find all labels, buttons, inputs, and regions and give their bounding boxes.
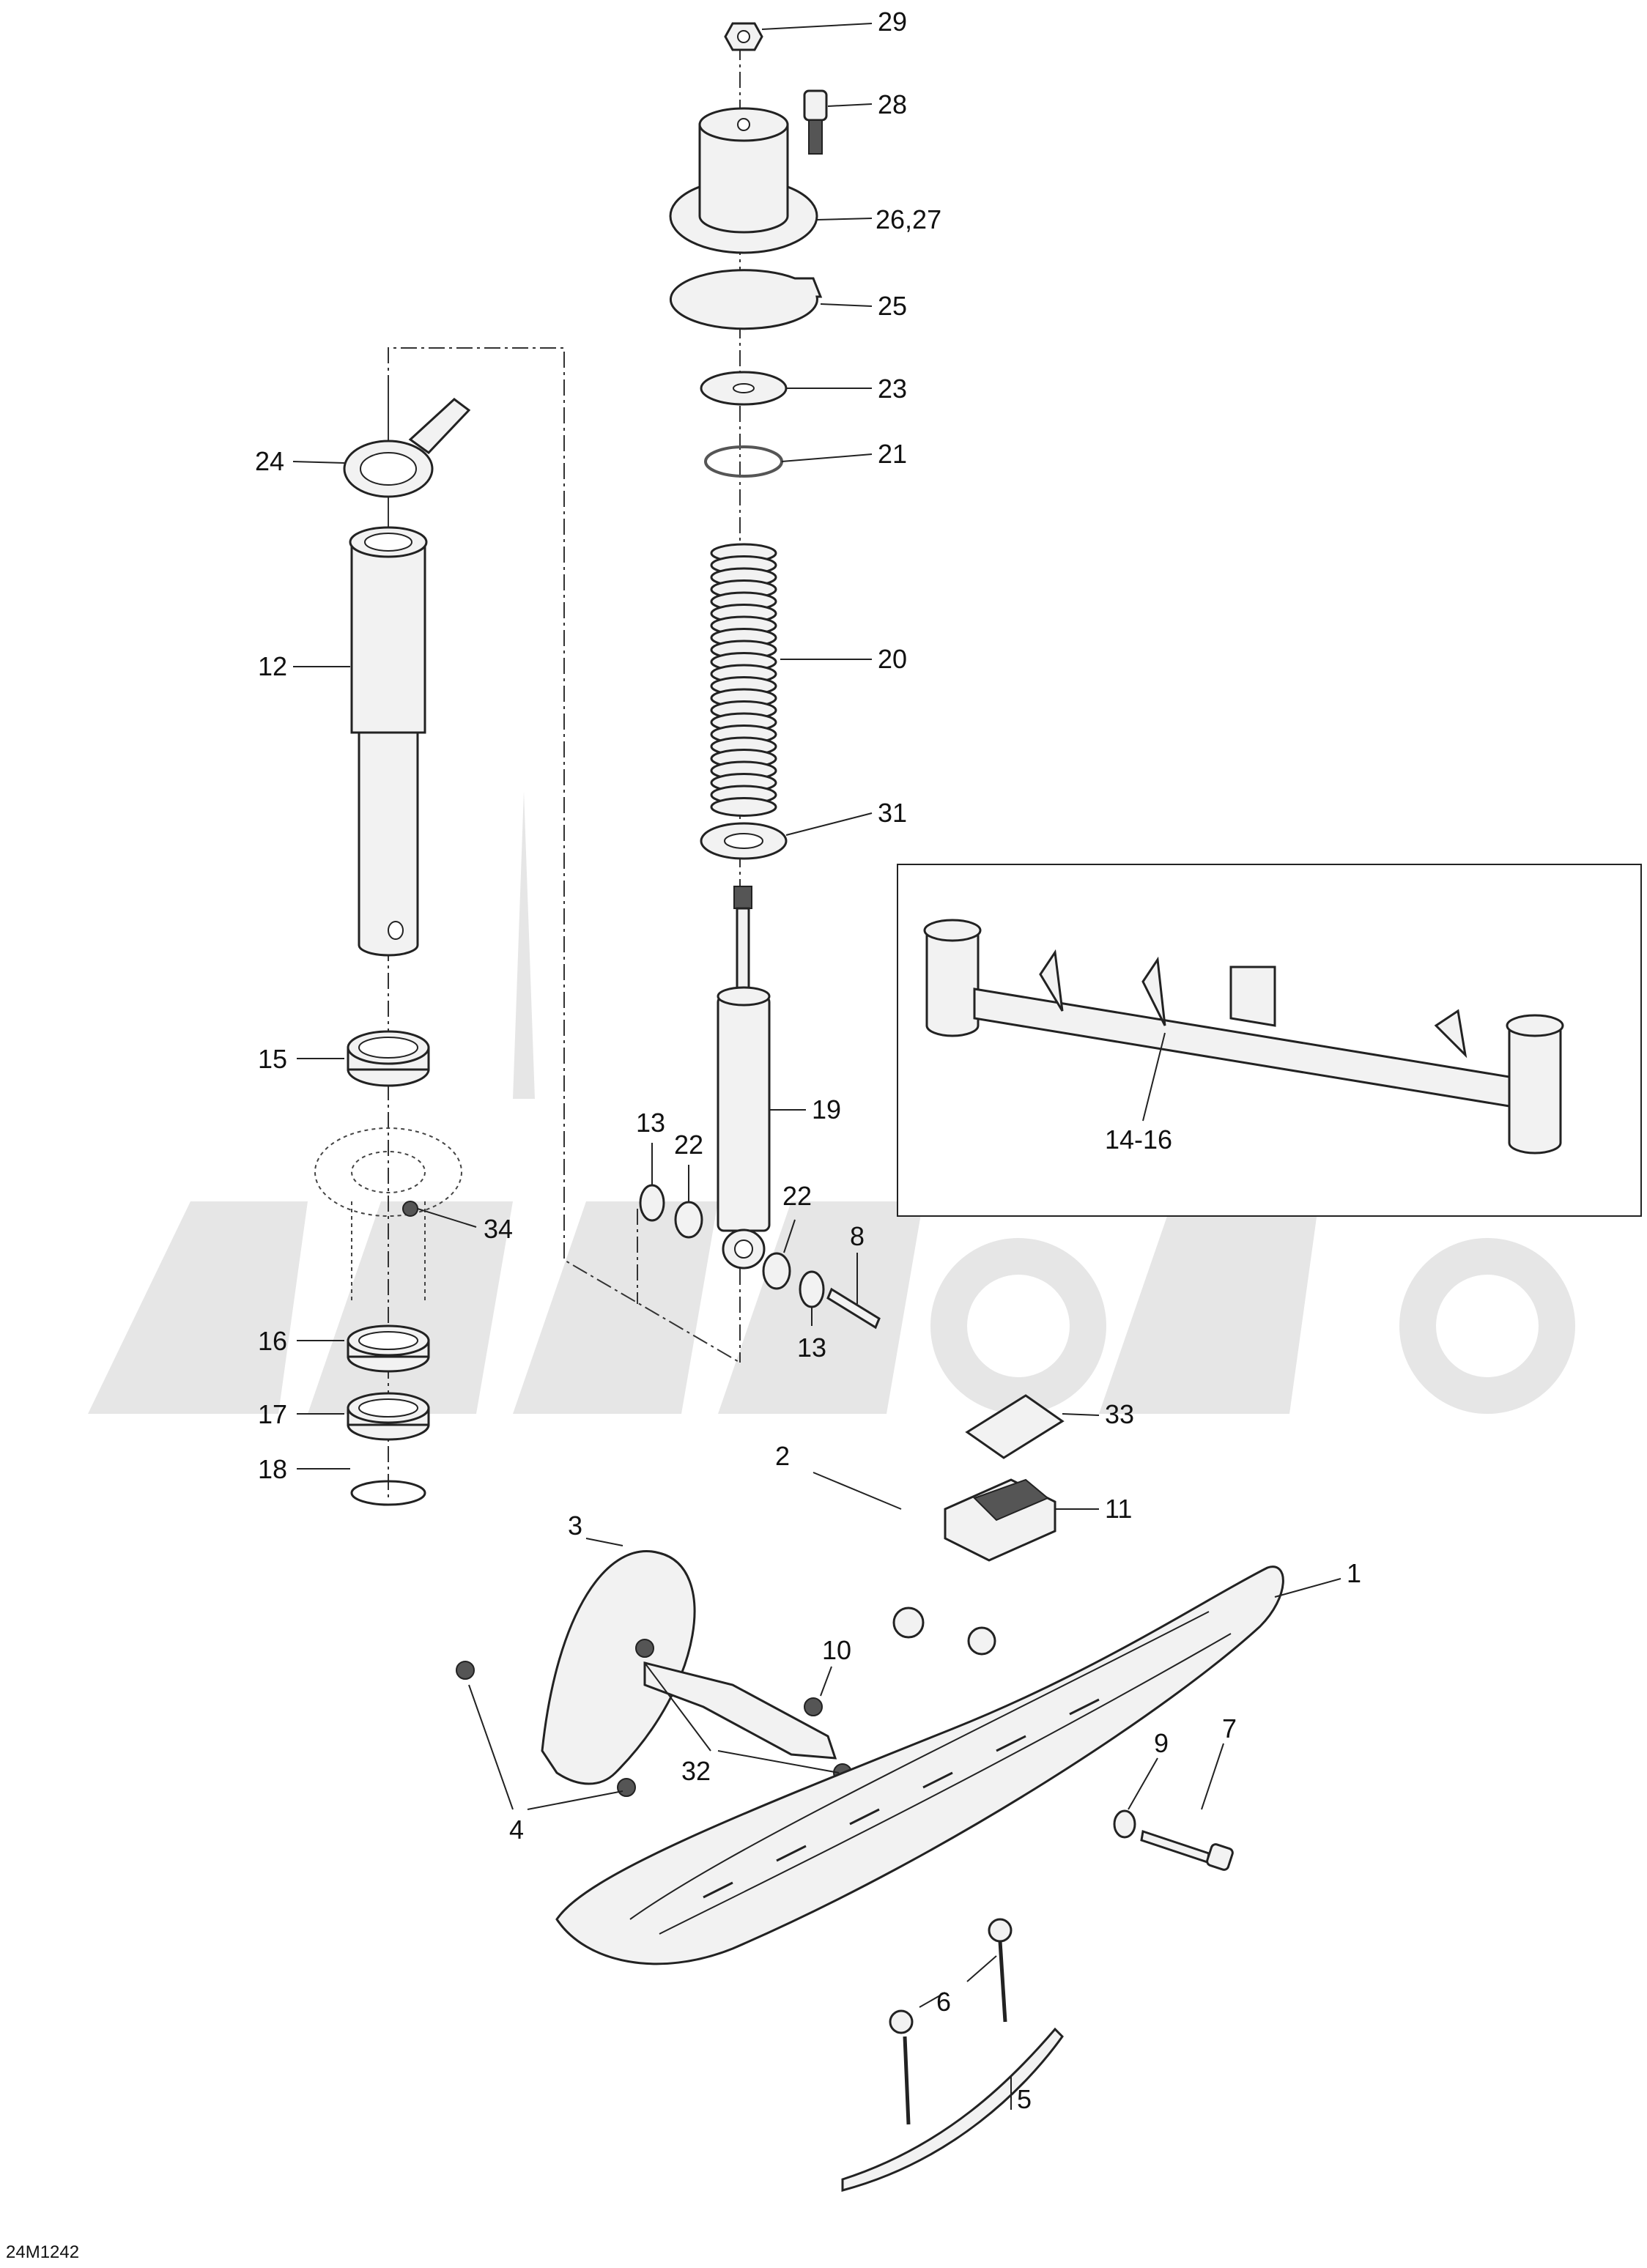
label-33: 33	[1105, 1399, 1134, 1429]
label-10: 10	[822, 1635, 851, 1665]
label-25: 25	[878, 291, 907, 321]
part-29-nut	[724, 22, 763, 51]
part-24-spanner	[343, 398, 471, 498]
label-5: 5	[1017, 2084, 1032, 2114]
inset-box-14-16	[897, 864, 1642, 1217]
part-18-ring	[350, 1480, 426, 1506]
label-22-right: 22	[782, 1181, 812, 1211]
part-32-bracket	[643, 1661, 837, 1760]
label-20: 20	[878, 644, 907, 674]
label-16: 16	[258, 1326, 287, 1356]
part-34-fitting	[402, 1201, 418, 1217]
label-28: 28	[878, 89, 907, 119]
part-13-22-bushings	[639, 1184, 825, 1308]
label-7: 7	[1222, 1713, 1237, 1743]
part-8-bolt	[826, 1287, 881, 1330]
part-26-27-cap	[669, 107, 818, 254]
spring-coil	[710, 797, 777, 817]
label-31: 31	[878, 798, 907, 828]
label-18: 18	[258, 1454, 287, 1484]
part-7-bolt	[1140, 1830, 1234, 1871]
label-22-left: 22	[674, 1130, 703, 1160]
part-3-handle	[541, 1550, 696, 1785]
part-9-washer	[1113, 1809, 1136, 1839]
part-16-bushing	[347, 1324, 430, 1373]
label-21: 21	[878, 439, 907, 469]
label-26-27: 26,27	[876, 204, 941, 234]
label-12: 12	[258, 651, 287, 681]
leader-lines	[292, 23, 1341, 2110]
part-17-bushing	[347, 1392, 430, 1441]
watermark	[88, 791, 1575, 1414]
part-1-ski	[555, 1565, 1284, 1965]
label-2: 2	[775, 1441, 790, 1471]
label-19: 19	[812, 1094, 841, 1124]
part-15-bushing	[347, 1030, 430, 1087]
label-24: 24	[255, 446, 284, 476]
label-4: 4	[509, 1815, 524, 1845]
label-6: 6	[936, 1987, 951, 2017]
label-13-top: 13	[636, 1108, 665, 1138]
label-23: 23	[878, 374, 907, 404]
part-28-bolt	[803, 89, 828, 155]
housing-outline	[314, 1127, 462, 1304]
part-23-washer	[700, 371, 788, 406]
label-9: 9	[1154, 1728, 1169, 1758]
label-14-16: 14-16	[1105, 1124, 1172, 1155]
label-29: 29	[878, 7, 907, 37]
part-20-spring	[710, 543, 777, 817]
label-34: 34	[484, 1214, 513, 1244]
part-31-washer	[700, 822, 788, 860]
part-5-runner	[841, 1941, 1064, 2192]
part-11-block	[944, 1478, 1056, 1562]
label-32: 32	[681, 1756, 711, 1786]
diagram-code: 24M1242	[6, 2242, 79, 2262]
part-33-plate	[965, 1394, 1065, 1459]
label-13-bottom: 13	[797, 1333, 826, 1363]
part-25-ring	[669, 269, 823, 330]
label-11: 11	[1105, 1494, 1132, 1524]
label-3: 3	[568, 1511, 582, 1541]
part-6-nuts	[889, 1918, 1013, 2034]
part-21-circlip	[704, 445, 783, 478]
part-labels: 29 28 26,27 25 23 21 20 31 19 24 12 15 3…	[255, 7, 1361, 2114]
label-1: 1	[1347, 1558, 1361, 1588]
label-8: 8	[850, 1221, 865, 1251]
label-15: 15	[258, 1044, 287, 1074]
part-12-spindle	[349, 526, 428, 957]
label-17: 17	[258, 1399, 287, 1429]
part-19-shock	[717, 886, 771, 1270]
